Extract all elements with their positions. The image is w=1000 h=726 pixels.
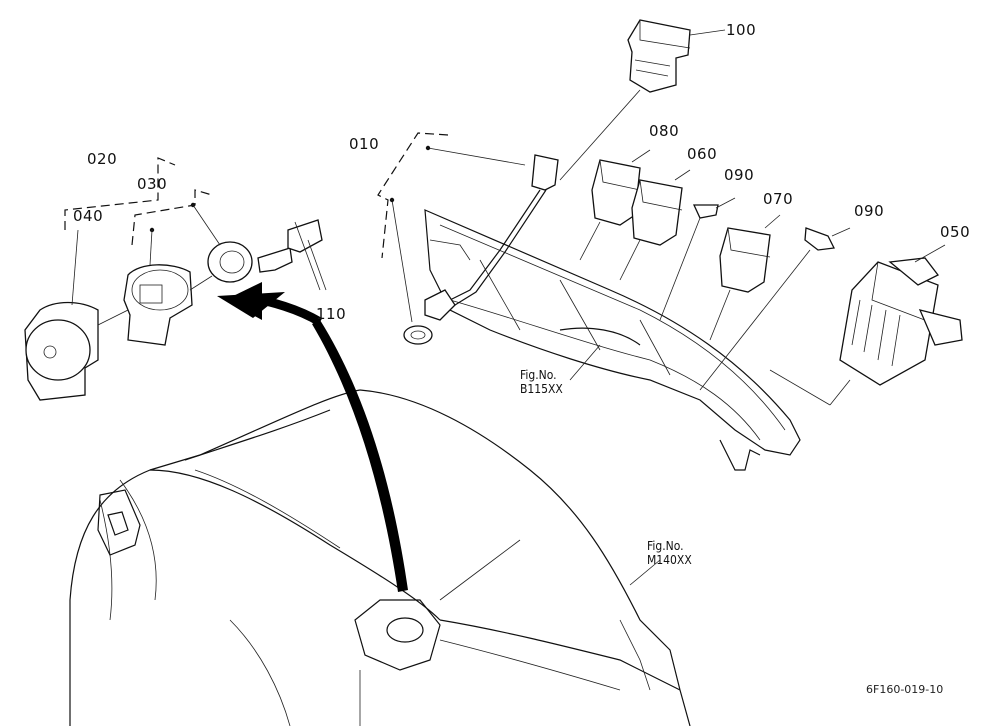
cabin-body-drawing xyxy=(69,389,691,726)
part-label-060: 060 xyxy=(687,145,718,163)
part-label-010: 010 xyxy=(349,135,380,153)
part-label-080: 080 xyxy=(649,122,680,140)
part-070-drawing xyxy=(709,214,781,341)
part-label-070: 070 xyxy=(763,190,794,208)
part-label-090: 090 xyxy=(854,202,885,220)
location-arrow xyxy=(217,282,408,592)
part-090b-drawing xyxy=(699,227,851,391)
part-100-drawing xyxy=(559,19,726,181)
figure-ref-m140-line2: M140XX xyxy=(647,553,692,568)
switch-panel-drawing xyxy=(424,209,801,471)
figure-ref-b115-line2: B115XX xyxy=(520,382,563,397)
figure-ref-m140-line1: Fig.No. xyxy=(647,539,684,553)
part-110-drawing xyxy=(257,219,327,291)
figure-ref-leaders xyxy=(569,344,661,586)
part-010-drawing xyxy=(377,132,559,345)
part-ring-drawing xyxy=(189,202,253,291)
part-050-drawing xyxy=(769,244,963,406)
part-090a-drawing xyxy=(659,197,736,321)
figure-ref-b115-line1: Fig.No. xyxy=(520,368,557,382)
part-080-drawing xyxy=(579,149,651,261)
part-label-050: 050 xyxy=(940,223,971,241)
figure-ref-b115: Fig.No. B115XX xyxy=(520,368,563,397)
part-060-drawing xyxy=(619,169,691,281)
part-label-100: 100 xyxy=(726,21,757,39)
part-label-110: 110 xyxy=(316,305,347,323)
figure-ref-m140: Fig.No. M140XX xyxy=(647,539,692,568)
drawing-code: 6F160-019-10 xyxy=(866,683,944,696)
part-label-020: 020 xyxy=(87,150,118,168)
part-040-drawing xyxy=(24,229,99,401)
part-label-090: 090 xyxy=(724,166,755,184)
part-label-040: 040 xyxy=(73,207,104,225)
part-030-drawing xyxy=(97,227,193,346)
part-label-030: 030 xyxy=(137,175,168,193)
bracket-lines xyxy=(64,157,213,246)
